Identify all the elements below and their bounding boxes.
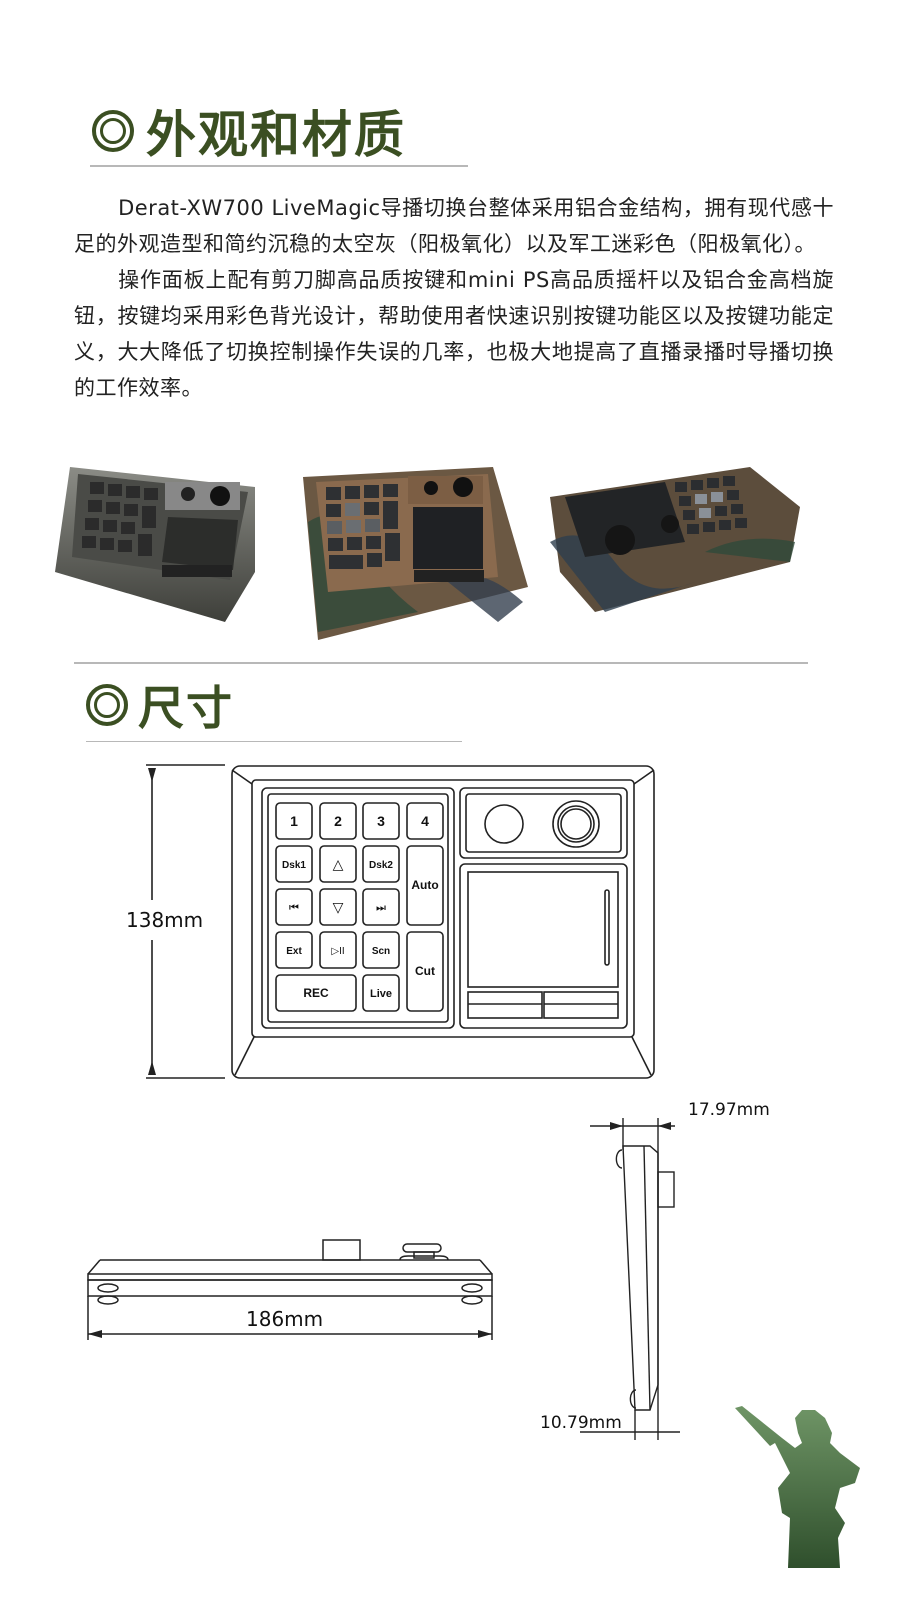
- svg-text:4: 4: [421, 813, 429, 829]
- product-photo-camo-angled: [550, 467, 800, 612]
- svg-text:▽: ▽: [333, 899, 344, 915]
- soldier-silhouette-icon: [735, 1406, 860, 1568]
- svg-text:Cut: Cut: [415, 964, 435, 978]
- svg-text:⏭: ⏭: [376, 902, 386, 914]
- svg-text:Ext: Ext: [286, 946, 302, 957]
- section-divider: [74, 662, 808, 664]
- svg-text:⏮: ⏮: [289, 902, 299, 914]
- top-view-drawing: 1 2 3 4 Dsk1 △ Dsk2 Auto ⏮ ▽ ⏭ Ext ▷II S…: [146, 764, 655, 1079]
- svg-text:Live: Live: [370, 988, 392, 1000]
- paragraph-1: Derat-XW700 LiveMagic导播切换台整体采用铝合金结构，拥有现代…: [74, 196, 834, 256]
- section-title-appearance: 外观和材质: [92, 95, 406, 167]
- front-view-drawing: [87, 1239, 493, 1340]
- section-divider: [86, 741, 462, 742]
- svg-text:Auto: Auto: [411, 878, 438, 892]
- svg-text:1: 1: [290, 813, 298, 829]
- svg-text:Dsk1: Dsk1: [282, 860, 306, 871]
- product-photo-camo: [303, 467, 528, 640]
- top-depth-label: 17.97mm: [688, 1100, 770, 1120]
- svg-text:3: 3: [377, 813, 385, 829]
- width-dimension-label: 186mm: [246, 1307, 324, 1331]
- svg-text:2: 2: [334, 813, 342, 829]
- svg-text:Dsk2: Dsk2: [369, 860, 393, 871]
- paragraph-2: 操作面板上配有剪刀脚高品质按键和mini PS高品质摇杆以及铝合金高档旋钮，按键…: [74, 268, 834, 400]
- double-circle-icon: [86, 684, 128, 726]
- svg-text:Scn: Scn: [372, 946, 390, 957]
- section-divider: [90, 165, 468, 167]
- side-view-drawing: [580, 1118, 680, 1440]
- section-title-dimensions: 尺寸: [86, 672, 234, 738]
- svg-text:▷II: ▷II: [331, 946, 344, 957]
- section-title-text: 尺寸: [138, 681, 234, 735]
- section-title-text: 外观和材质: [146, 106, 406, 164]
- svg-text:△: △: [333, 856, 344, 872]
- height-dimension-label: 138mm: [126, 908, 204, 932]
- svg-text:REC: REC: [303, 986, 329, 1000]
- product-photo-gray: [55, 467, 255, 622]
- double-circle-icon: [92, 110, 134, 152]
- bottom-depth-label: 10.79mm: [540, 1413, 622, 1433]
- description-text: Derat-XW700 LiveMagic导播切换台整体采用铝合金结构，拥有现代…: [74, 190, 834, 406]
